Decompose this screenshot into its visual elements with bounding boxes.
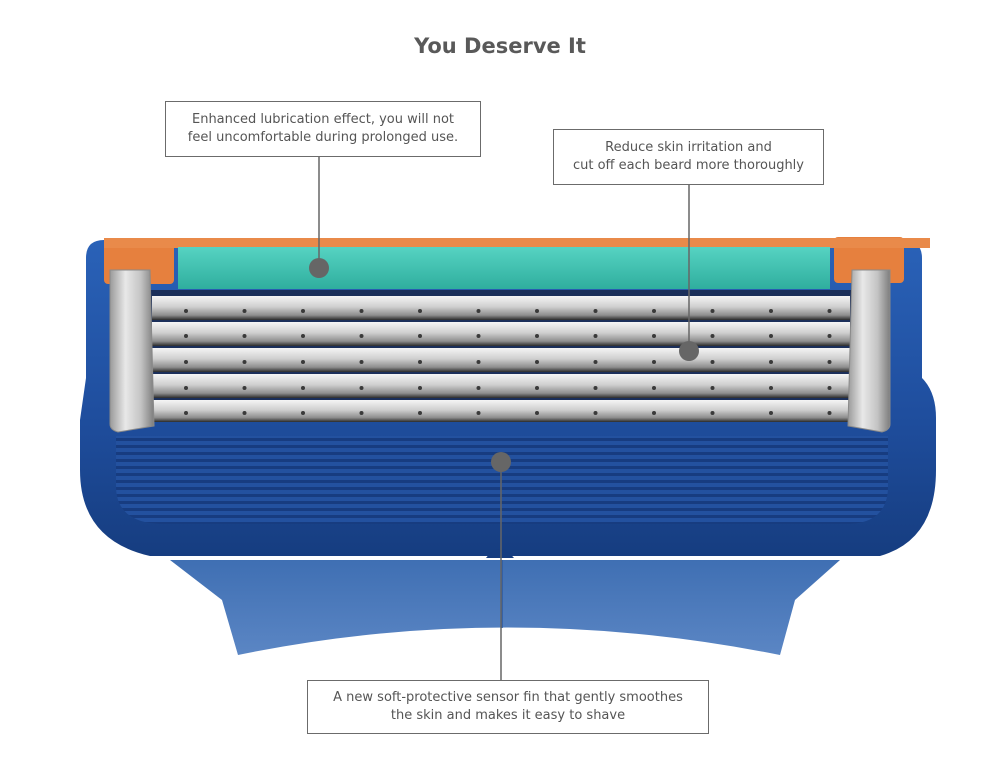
blade-hole [301, 386, 305, 390]
marker-lubrication [309, 258, 329, 278]
blade-hole [710, 334, 715, 338]
blade-hole [418, 309, 422, 313]
blade-hole [593, 411, 598, 415]
marker-blades [679, 341, 699, 361]
blade-hole [652, 411, 656, 415]
blade-hole [652, 386, 656, 390]
blade-hole [827, 386, 832, 390]
blade-hole [359, 411, 364, 415]
callout-sensor-line-2: the skin and makes it easy to shave [390, 708, 626, 723]
blade-hole [301, 411, 305, 415]
blade-hole [242, 334, 247, 338]
blade-hole [593, 386, 598, 390]
blades [152, 296, 850, 422]
blade-hole [418, 386, 422, 390]
blade-hole [476, 334, 481, 338]
lubrication-strip [178, 247, 830, 289]
blade-hole [827, 360, 832, 364]
blade-hole [769, 334, 773, 338]
callout-irritation: Reduce skin irritation and cut off each … [553, 129, 824, 185]
blade-hole [593, 309, 598, 313]
blade-hole [418, 411, 422, 415]
page-title: You Deserve It [414, 34, 586, 58]
blade-hole [710, 411, 715, 415]
blade-hole [710, 309, 715, 313]
blade-hole [184, 360, 188, 364]
blade-hole [476, 360, 481, 364]
blade-hole [535, 411, 539, 415]
blade-hole [769, 360, 773, 364]
callout-lubrication: Enhanced lubrication effect, you will no… [165, 101, 481, 157]
blade-hole [242, 309, 247, 313]
callout-lubrication-line-1: Enhanced lubrication effect, you will no… [191, 112, 454, 127]
blade-hole [593, 360, 598, 364]
callout-lubrication-line-2: feel uncomfortable during prolonged use. [187, 130, 459, 145]
cartridge-lower-base [170, 560, 840, 655]
marker-sensor-fin [491, 452, 511, 472]
blade-hole [242, 386, 247, 390]
blade-hole [476, 411, 481, 415]
blade-hole [652, 334, 656, 338]
blade-hole [359, 386, 364, 390]
blade-hole [535, 309, 539, 313]
blade-hole [652, 360, 656, 364]
blade-hole [184, 309, 188, 313]
blade-hole [184, 334, 188, 338]
callout-irritation-line-1: Reduce skin irritation and [605, 140, 772, 155]
blade-hole [359, 309, 364, 313]
blade-hole [301, 360, 305, 364]
blade-hole [710, 360, 715, 364]
blade-hole [242, 360, 247, 364]
blade-hole [769, 411, 773, 415]
blade-hole [827, 411, 832, 415]
blade-hole [184, 386, 188, 390]
side-clip-right [847, 269, 891, 433]
blade-hole [359, 334, 364, 338]
blade-hole [242, 411, 247, 415]
blade-hole [769, 309, 773, 313]
blade-hole [301, 309, 305, 313]
blade-hole [418, 360, 422, 364]
blade-hole [184, 411, 188, 415]
blade-hole [535, 334, 539, 338]
callout-sensor-line-1: A new soft-protective sensor fin that ge… [333, 690, 683, 705]
blade-hole [827, 309, 832, 313]
blade-hole [652, 309, 656, 313]
callout-sensor: A new soft-protective sensor fin that ge… [307, 680, 709, 734]
blade-hole [476, 309, 481, 313]
blade-hole [827, 334, 832, 338]
blade-hole [535, 360, 539, 364]
callout-irritation-line-2: cut off each beard more thoroughly [572, 158, 804, 173]
blade-hole [593, 334, 598, 338]
blade-hole [418, 334, 422, 338]
side-clip-left [109, 269, 155, 433]
blade-hole [710, 386, 715, 390]
blade-hole [301, 334, 305, 338]
blade-hole [359, 360, 364, 364]
blade-hole [476, 386, 481, 390]
blade-hole [769, 386, 773, 390]
sensor-fin [116, 436, 888, 524]
leader-lines [318, 157, 690, 680]
blade-hole [535, 386, 539, 390]
